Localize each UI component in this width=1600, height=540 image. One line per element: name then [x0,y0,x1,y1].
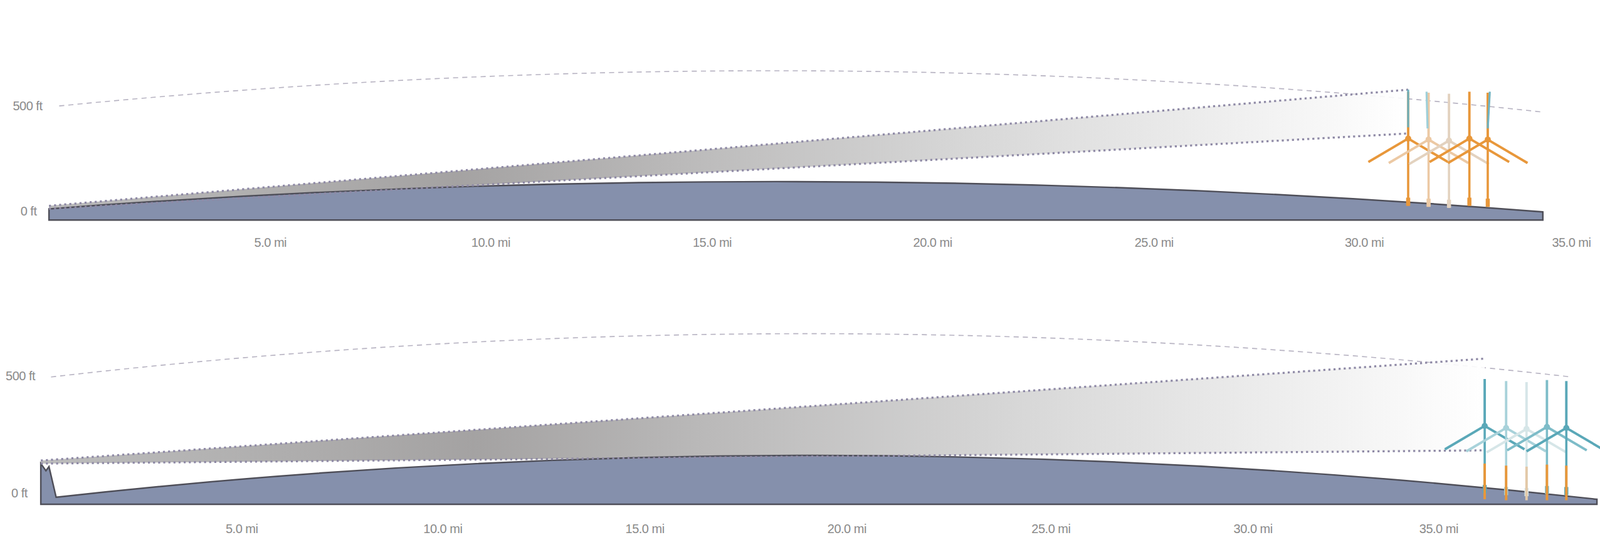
height-axis-label: 500 ft [5,369,36,384]
distance-axis-label: 20.0 mi [827,522,867,537]
distance-axis-label: 25.0 mi [1031,522,1071,537]
distance-axis-label: 35.0 mi [1419,522,1459,537]
distance-axis-label: 30.0 mi [1344,235,1384,251]
height-axis-label: 0 ft [11,486,28,501]
distance-axis-label: 10.0 mi [471,235,511,251]
distance-axis-label: 15.0 mi [692,235,732,251]
distance-axis-label: 30.0 mi [1233,522,1273,537]
distance-axis-label: 35.0 mi [1551,235,1591,251]
height-axis-label: 0 ft [20,203,37,219]
distance-axis-label: 10.0 mi [423,522,463,537]
distance-axis-label: 5.0 mi [254,235,287,251]
height-axis-label: 500 ft [12,99,43,114]
distance-axis-label: 20.0 mi [913,235,953,251]
distance-axis-label: 5.0 mi [225,522,258,537]
distance-axis-label: 15.0 mi [625,522,665,537]
distance-axis-label: 25.0 mi [1134,235,1174,251]
